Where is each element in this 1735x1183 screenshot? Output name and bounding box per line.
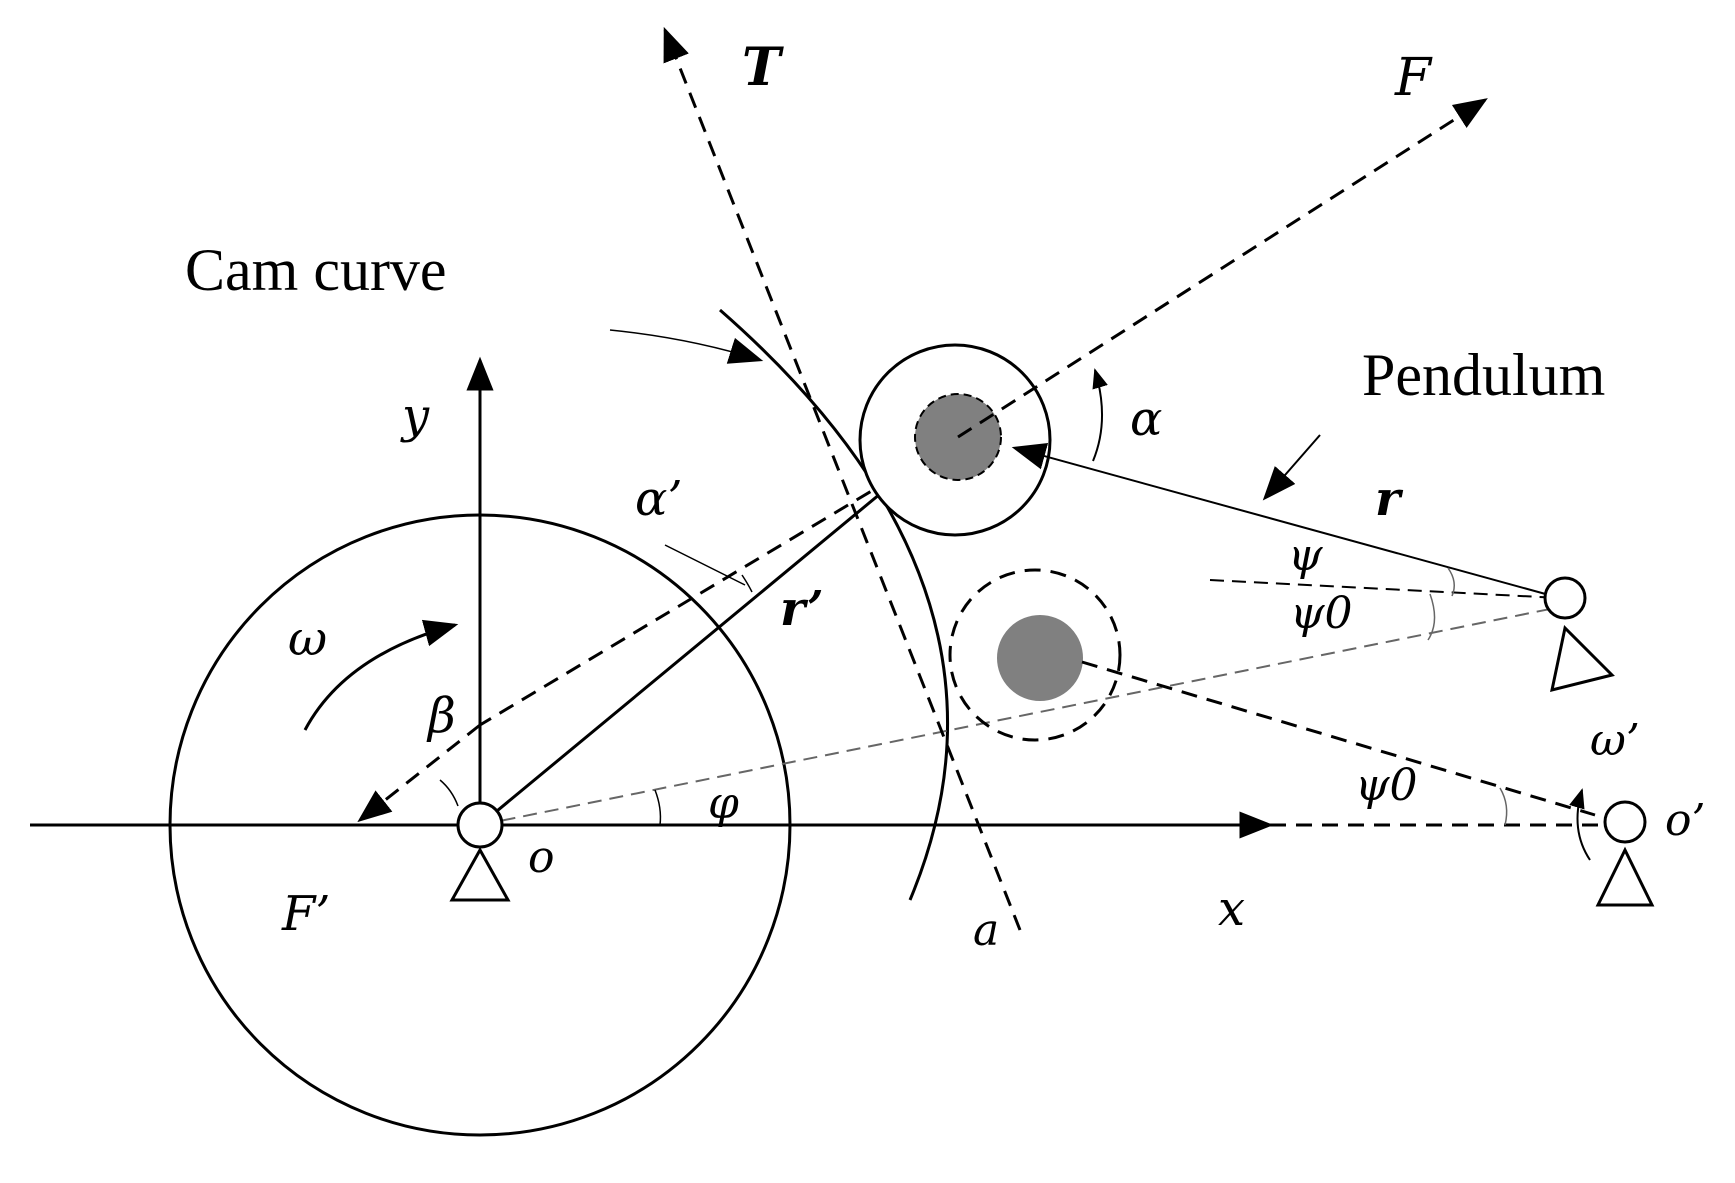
phi-reference-line bbox=[479, 606, 1561, 826]
f-direction-line bbox=[957, 98, 1488, 439]
f-prime-arrow bbox=[357, 723, 481, 823]
f-prime-label: F’ bbox=[281, 886, 331, 942]
cam-center-pivot bbox=[456, 801, 504, 849]
psi0-arc-lower bbox=[1499, 787, 1508, 826]
r-pendulum-arm bbox=[1011, 443, 1561, 599]
omega-prime-label: ω’ bbox=[1590, 715, 1640, 766]
y-label: y bbox=[400, 388, 430, 444]
lower-pendulum-arm bbox=[1081, 660, 1596, 817]
alpha-prime-label: α’ bbox=[635, 471, 683, 527]
r-pointer bbox=[1262, 434, 1321, 501]
a-label: a bbox=[973, 905, 999, 956]
pendulum-pivot bbox=[1543, 576, 1587, 620]
alpha-prime-arc bbox=[741, 574, 753, 593]
phi-label: φ bbox=[708, 778, 739, 829]
omega-prime-arrow bbox=[1569, 788, 1591, 861]
f-label: F bbox=[1394, 48, 1433, 108]
t-label: T bbox=[742, 37, 784, 98]
omega-arrow bbox=[303, 619, 459, 731]
psi-reference-line bbox=[1209, 579, 1561, 599]
r-label: r bbox=[1375, 471, 1404, 527]
lower-roller-pin bbox=[997, 615, 1083, 701]
o-prime-support bbox=[1595, 846, 1655, 907]
o-prime-pivot bbox=[1603, 800, 1647, 844]
f-prime-dashed-line bbox=[479, 463, 916, 727]
beta-label: β bbox=[426, 688, 456, 744]
cam-curve-arc bbox=[719, 308, 950, 901]
cam-curve-label: Cam curve bbox=[185, 237, 447, 303]
lower-roller-outer bbox=[948, 568, 1122, 742]
psi-arc bbox=[1447, 567, 1455, 597]
cam-curve-pointer bbox=[609, 329, 764, 364]
psi-label: ψ bbox=[1288, 530, 1323, 581]
pendulum-pivot-support bbox=[1550, 624, 1615, 693]
cam-center-support bbox=[449, 846, 511, 902]
o-prime-label: o’ bbox=[1665, 795, 1705, 846]
r-prime-label: r’ bbox=[780, 581, 824, 637]
x-label: x bbox=[1218, 881, 1245, 937]
pendulum-label: Pendulum bbox=[1362, 342, 1605, 408]
alpha-label: α bbox=[1130, 391, 1162, 447]
alpha-arc bbox=[1092, 368, 1108, 462]
psi0-arc-upper bbox=[1427, 593, 1436, 641]
psi0-lower-label: ψ0 bbox=[1355, 760, 1418, 811]
psi0-upper-label: ψ0 bbox=[1290, 588, 1353, 639]
o-label: o bbox=[528, 832, 555, 883]
beta-arc bbox=[439, 779, 459, 807]
phi-arc bbox=[654, 789, 662, 826]
r-prime-vector bbox=[479, 462, 918, 827]
omega-label: ω bbox=[288, 611, 327, 667]
alpha-prime-pointer bbox=[664, 544, 746, 586]
t-direction-line bbox=[663, 26, 1022, 931]
